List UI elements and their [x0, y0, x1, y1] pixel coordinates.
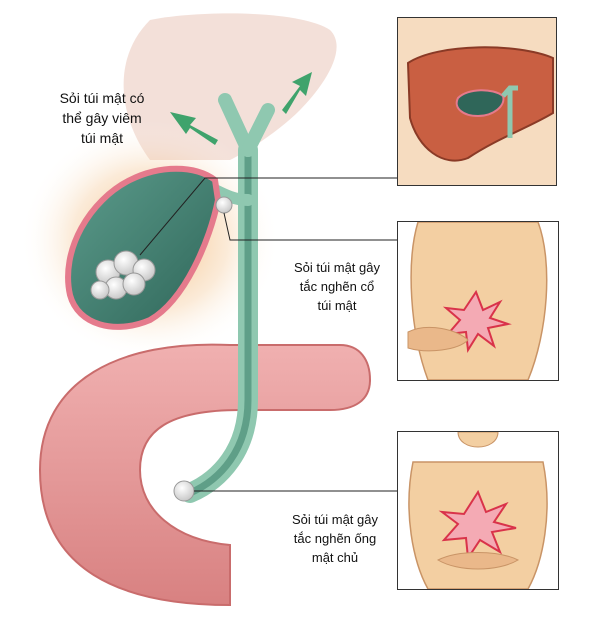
label-line: Sỏi túi mật gây	[294, 260, 380, 275]
label-line: tắc nghẽn cổ	[299, 279, 375, 294]
duodenum	[38, 343, 372, 607]
bile-duct-inset	[501, 85, 518, 138]
liver-inset-panel	[397, 17, 557, 186]
label-duct-obstruction: Sỏi túi mật gây tắc nghẽn ống mật chủ	[272, 510, 398, 567]
abdomen-illustration	[408, 432, 548, 589]
hepatic-duct-right	[241, 103, 275, 157]
label-inflammation: Sỏi túi mật có thể gây viêm túi mật	[36, 88, 168, 148]
label-neck-obstruction: Sỏi túi mật gây tắc nghẽn cổ túi mật	[276, 258, 398, 315]
hand-icon	[407, 326, 469, 352]
connector-lines	[139, 177, 400, 492]
hand-icon	[436, 552, 520, 570]
label-line: tắc nghẽn ống	[293, 531, 377, 546]
neck-pain-panel	[397, 221, 559, 381]
pain-burst-icon	[438, 489, 517, 561]
connector-liver	[139, 177, 397, 256]
gallstone-cluster	[90, 250, 156, 300]
gallbladder-inset-icon	[455, 89, 505, 118]
pain-burst-icon	[442, 289, 512, 353]
head-icon	[457, 432, 499, 448]
label-line: mật chủ	[311, 550, 359, 565]
abdomen-illustration	[407, 222, 548, 380]
duct-pain-panel	[397, 431, 559, 590]
gallstone-icon	[90, 280, 110, 300]
label-line: thể gây viêm	[62, 110, 142, 126]
gallstone-icon	[122, 272, 146, 296]
gallstone-duct-icon	[173, 480, 195, 502]
gallstone-neck-icon	[215, 196, 233, 214]
label-line: túi mật	[80, 130, 123, 146]
hepatic-duct-left	[218, 93, 255, 157]
common-bile-duct-inner	[186, 146, 252, 497]
label-line: Sỏi túi mật có	[59, 90, 145, 106]
connector-neck	[223, 212, 400, 241]
label-line: túi mật	[317, 298, 357, 313]
label-line: Sỏi túi mật gây	[292, 512, 378, 527]
liver-inset-illustration	[398, 18, 556, 185]
inflammation-arrow-icon	[170, 72, 312, 145]
